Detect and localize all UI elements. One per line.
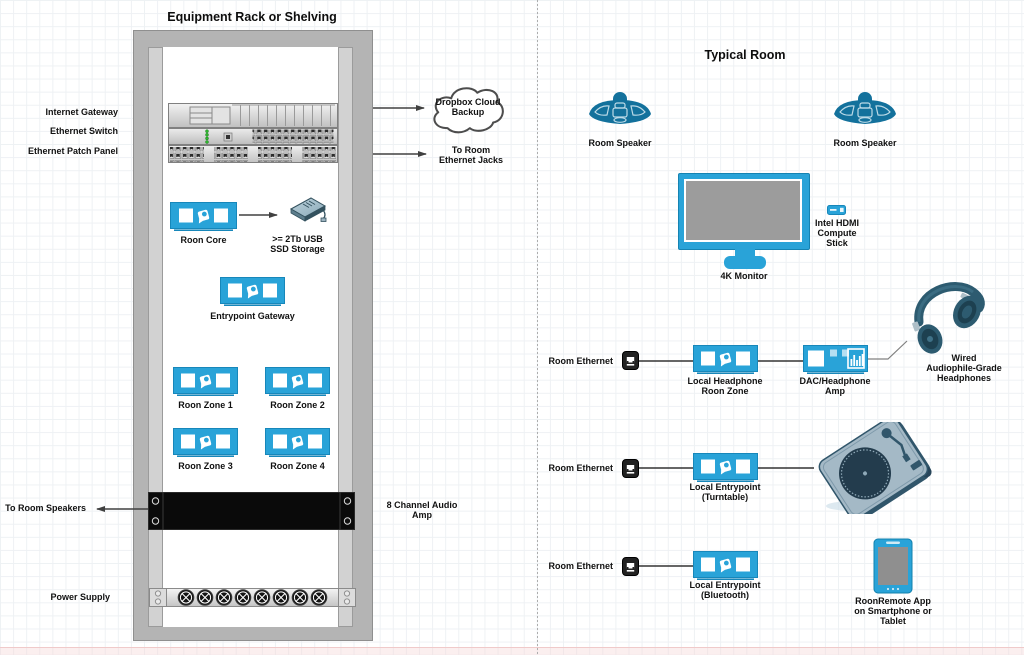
room-jacks-label-line1: To Room: [451, 145, 491, 155]
turntable-node-label-line2: (Turntable): [701, 492, 749, 502]
ethernet-jack-icon-3[interactable]: [622, 557, 639, 576]
connector-dac-to-headphones[interactable]: [868, 340, 908, 360]
internet-gateway-device[interactable]: [168, 103, 338, 128]
tablet-icon[interactable]: [873, 538, 913, 594]
dac-label-line1: DAC/Headphone: [799, 376, 871, 386]
roon-zone-3-label: Roon Zone 3: [178, 461, 233, 471]
headphones-label-line1: Wired: [951, 353, 977, 363]
dac-label-line2: Amp: [825, 386, 845, 396]
stick-label-line3: Stick: [826, 238, 848, 248]
headphones-label-line2: Audiophile-Grade: [926, 363, 1002, 373]
headphones-label-line3: Headphones: [936, 373, 991, 383]
amp-label-line2: Amp: [412, 510, 432, 520]
ssd-label-line1: >= 2Tb USB: [272, 234, 323, 244]
page-boundary: [0, 647, 1024, 655]
rack-rail-left: [148, 47, 163, 627]
roon-zone-2-node[interactable]: [265, 367, 330, 396]
rack-rail-right: [338, 47, 353, 627]
room-ethernet-label-3: Room Ethernet: [548, 561, 613, 571]
dac-headphone-amp-node[interactable]: [803, 345, 868, 374]
room-ethernet-label-1: Room Ethernet: [548, 356, 613, 366]
roon-zone-1-node[interactable]: [173, 367, 238, 396]
room-jacks-label-line2: Ethernet Jacks: [438, 155, 504, 165]
ssd-label-line2: SSD Storage: [270, 244, 325, 254]
roon-core-node[interactable]: [170, 202, 237, 231]
turntable-node-label-line1: Local Entrypoint: [689, 482, 761, 492]
local-entrypoint-turntable-node[interactable]: [693, 453, 758, 482]
dropbox-cloud-shape[interactable]: [427, 82, 509, 137]
ethernet-patch-panel-device[interactable]: [168, 145, 338, 163]
monitor-stand-base: [724, 256, 766, 269]
bluetooth-node-label-line1: Local Entrypoint: [689, 580, 761, 590]
ssd-storage-icon[interactable]: [283, 193, 329, 233]
turntable-icon[interactable]: [812, 422, 942, 514]
bluetooth-node-label-line2: (Bluetooth): [701, 590, 749, 600]
room-speaker-icon-1[interactable]: [587, 89, 653, 129]
tablet-label-line3: Tablet: [880, 616, 906, 626]
roon-zone-4-node[interactable]: [265, 428, 330, 457]
stick-label-line2: Compute: [817, 228, 857, 238]
roon-zone-1-label: Roon Zone 1: [178, 400, 233, 410]
local-headphone-zone-node[interactable]: [693, 345, 758, 374]
ethernet-jack-icon-1[interactable]: [622, 351, 639, 370]
roon-core-label: Roon Core: [180, 235, 227, 245]
patch-panel-label: Ethernet Patch Panel: [27, 146, 118, 156]
entrypoint-gateway-label: Entrypoint Gateway: [210, 311, 295, 321]
monitor-icon[interactable]: [678, 173, 810, 250]
entrypoint-gateway-node[interactable]: [220, 277, 285, 306]
room-ethernet-label-2: Room Ethernet: [548, 463, 613, 473]
room-speaker-icon-2[interactable]: [832, 89, 898, 129]
tablet-label-line1: RoonRemote App: [855, 596, 931, 606]
compute-stick-icon[interactable]: [827, 205, 846, 215]
internet-gateway-label: Internet Gateway: [45, 107, 118, 117]
roon-zone-2-label: Roon Zone 2: [270, 400, 325, 410]
ethernet-jack-icon-2[interactable]: [622, 459, 639, 478]
room-speaker-label-2: Room Speaker: [833, 138, 897, 148]
audio-amp-device[interactable]: [148, 492, 355, 530]
local-entrypoint-bluetooth-node[interactable]: [693, 551, 758, 580]
rack-title: Equipment Rack or Shelving: [167, 10, 337, 24]
tablet-label-line2: on Smartphone or: [854, 606, 932, 616]
power-supply-label: Power Supply: [50, 592, 110, 602]
roon-zone-3-node[interactable]: [173, 428, 238, 457]
headphones-icon[interactable]: [903, 276, 991, 358]
headphone-zone-label-line1: Local Headphone: [687, 376, 763, 386]
ethernet-switch-label: Ethernet Switch: [49, 126, 118, 136]
to-room-speakers-label: To Room Speakers: [5, 503, 86, 513]
roon-zone-4-label: Roon Zone 4: [270, 461, 325, 471]
power-strip-device[interactable]: [149, 588, 356, 607]
monitor-screen: [684, 179, 802, 242]
monitor-stand-neck: [735, 248, 755, 258]
room-title: Typical Room: [704, 48, 786, 62]
cloud-label-line1: Dropbox Cloud: [435, 97, 501, 107]
stick-label-line1: Intel HDMI: [815, 218, 859, 228]
room-speaker-label-1: Room Speaker: [588, 138, 652, 148]
amp-label-line1: 8 Channel Audio: [386, 500, 458, 510]
cloud-label-line2: Backup: [451, 107, 485, 117]
ethernet-switch-device[interactable]: [168, 128, 338, 145]
monitor-label: 4K Monitor: [720, 271, 768, 281]
headphone-zone-label-line2: Roon Zone: [701, 386, 749, 396]
